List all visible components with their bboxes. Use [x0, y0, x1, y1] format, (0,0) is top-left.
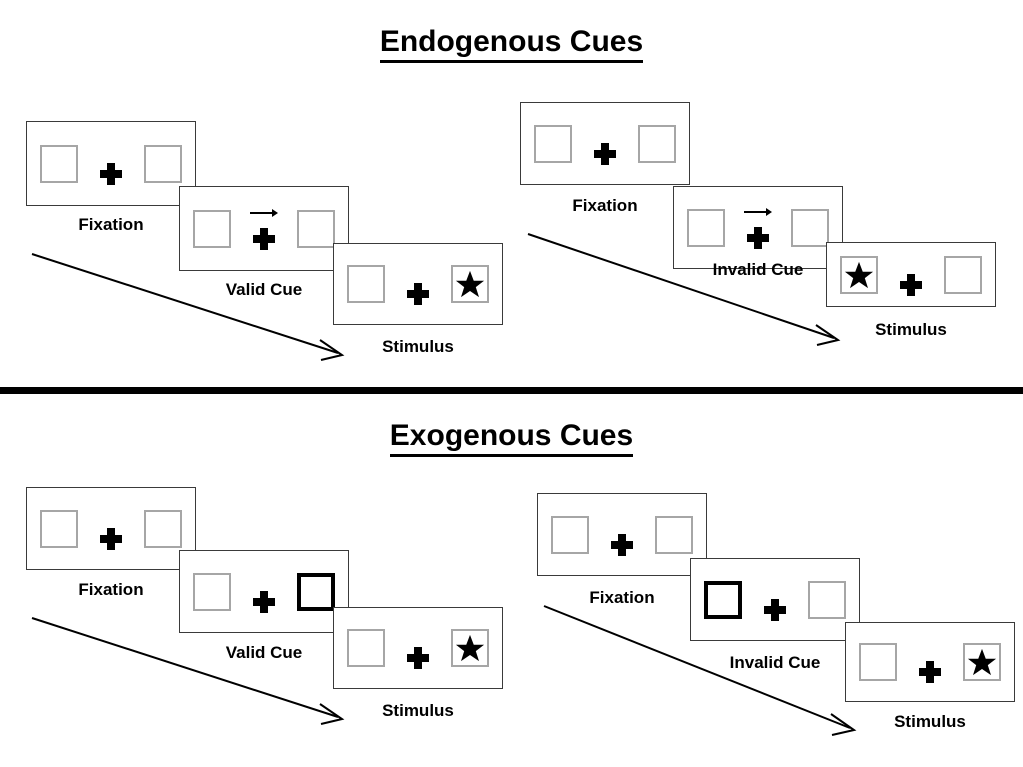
panel-endo-valid-cue [179, 186, 349, 271]
panel-exo-valid-stimulus [333, 607, 503, 689]
fixation-center [96, 507, 126, 551]
fixation-center [403, 626, 433, 670]
right-box [655, 515, 693, 554]
fixation-center [249, 207, 279, 251]
panel-endo-invalid-cue-content [687, 206, 829, 250]
plus-cross-icon [100, 162, 122, 185]
section-title-exogenous: Exogenous Cues [0, 419, 1023, 457]
caption-endo-valid-cue: Valid Cue [225, 280, 303, 299]
fixation-center [896, 253, 926, 297]
fixation-center [915, 640, 945, 684]
left-box [40, 509, 78, 548]
right-box [451, 265, 489, 303]
fixation-center [760, 578, 790, 622]
right-box [791, 208, 829, 247]
panel-exo-invalid-cue-content [704, 578, 846, 622]
left-box [193, 209, 231, 248]
left-box [687, 208, 725, 247]
caption-exo-valid-cue: Valid Cue [225, 643, 303, 662]
plus-cross-icon [594, 142, 616, 165]
left-box [347, 265, 385, 303]
star-icon [967, 648, 997, 676]
panel-exo-invalid-stimulus-content [859, 640, 1001, 684]
arrow-right-icon [744, 207, 772, 216]
caption-endo-valid-stimulus: Stimulus [382, 337, 454, 356]
fixation-center [96, 142, 126, 186]
section-title-exogenous-text: Exogenous Cues [389, 419, 634, 457]
panel-exo-invalid-cue [690, 558, 860, 641]
plus-cross-icon [407, 283, 429, 305]
panel-endo-valid-cue-content [193, 207, 335, 251]
panel-exo-valid-fixation-content [40, 507, 182, 551]
caption-exo-invalid-fixation: Fixation [589, 588, 655, 607]
panel-exo-valid-fixation [26, 487, 196, 570]
plus-cross-icon [764, 598, 786, 621]
panel-endo-invalid-cue [673, 186, 843, 269]
plus-cross-icon [611, 533, 633, 556]
star-icon [844, 261, 874, 288]
caption-exo-valid-fixation: Fixation [78, 580, 144, 599]
caption-endo-invalid-cue: Invalid Cue [712, 260, 804, 279]
panel-exo-valid-cue [179, 550, 349, 633]
plus-cross-icon [100, 527, 122, 550]
section-divider [0, 387, 1023, 394]
caption-endo-valid-fixation: Fixation [78, 215, 144, 234]
right-box [944, 255, 982, 294]
right-box [808, 580, 846, 619]
right-box [144, 144, 182, 183]
panel-endo-invalid-stimulus-content [840, 253, 982, 297]
arrow-right-icon [250, 208, 278, 217]
fixation-center [607, 513, 637, 557]
section-title-endogenous: Endogenous Cues [0, 25, 1023, 63]
left-box-highlighted [704, 580, 742, 619]
left-box [840, 255, 878, 294]
panel-exo-valid-cue-content [193, 570, 335, 614]
right-box [297, 209, 335, 248]
fixation-center [403, 262, 433, 306]
panel-endo-invalid-stimulus [826, 242, 996, 307]
left-box [551, 515, 589, 554]
panel-endo-valid-fixation-content [40, 142, 182, 186]
right-box-highlighted [297, 572, 335, 611]
fixation-center [590, 122, 620, 166]
caption-endo-invalid-stimulus: Stimulus [875, 320, 947, 339]
panel-exo-invalid-fixation [537, 493, 707, 576]
right-box [963, 643, 1001, 681]
fixation-center [249, 570, 279, 614]
right-box [451, 629, 489, 667]
left-box [193, 572, 231, 611]
panel-exo-invalid-stimulus [845, 622, 1015, 702]
fixation-center [743, 206, 773, 250]
right-box [638, 124, 676, 163]
caption-exo-invalid-stimulus: Stimulus [894, 712, 966, 731]
plus-cross-icon [253, 227, 275, 250]
star-icon [455, 634, 485, 662]
panel-exo-invalid-fixation-content [551, 513, 693, 557]
left-box [40, 144, 78, 183]
panel-endo-valid-stimulus-content [347, 262, 489, 306]
panel-endo-invalid-fixation-content [534, 122, 676, 166]
right-box [144, 509, 182, 548]
plus-cross-icon [407, 647, 429, 669]
left-box [859, 643, 897, 681]
left-box [347, 629, 385, 667]
caption-endo-invalid-fixation: Fixation [572, 196, 638, 215]
plus-cross-icon [253, 590, 275, 613]
panel-endo-invalid-fixation [520, 102, 690, 185]
section-title-endogenous-text: Endogenous Cues [379, 25, 644, 63]
plus-cross-icon [900, 273, 922, 296]
panel-exo-valid-stimulus-content [347, 626, 489, 670]
plus-cross-icon [747, 226, 769, 249]
caption-exo-invalid-cue: Invalid Cue [729, 653, 821, 672]
panel-endo-valid-stimulus [333, 243, 503, 325]
caption-exo-valid-stimulus: Stimulus [382, 701, 454, 720]
plus-cross-icon [919, 661, 941, 683]
left-box [534, 124, 572, 163]
star-icon [455, 270, 485, 298]
panel-endo-valid-fixation [26, 121, 196, 206]
